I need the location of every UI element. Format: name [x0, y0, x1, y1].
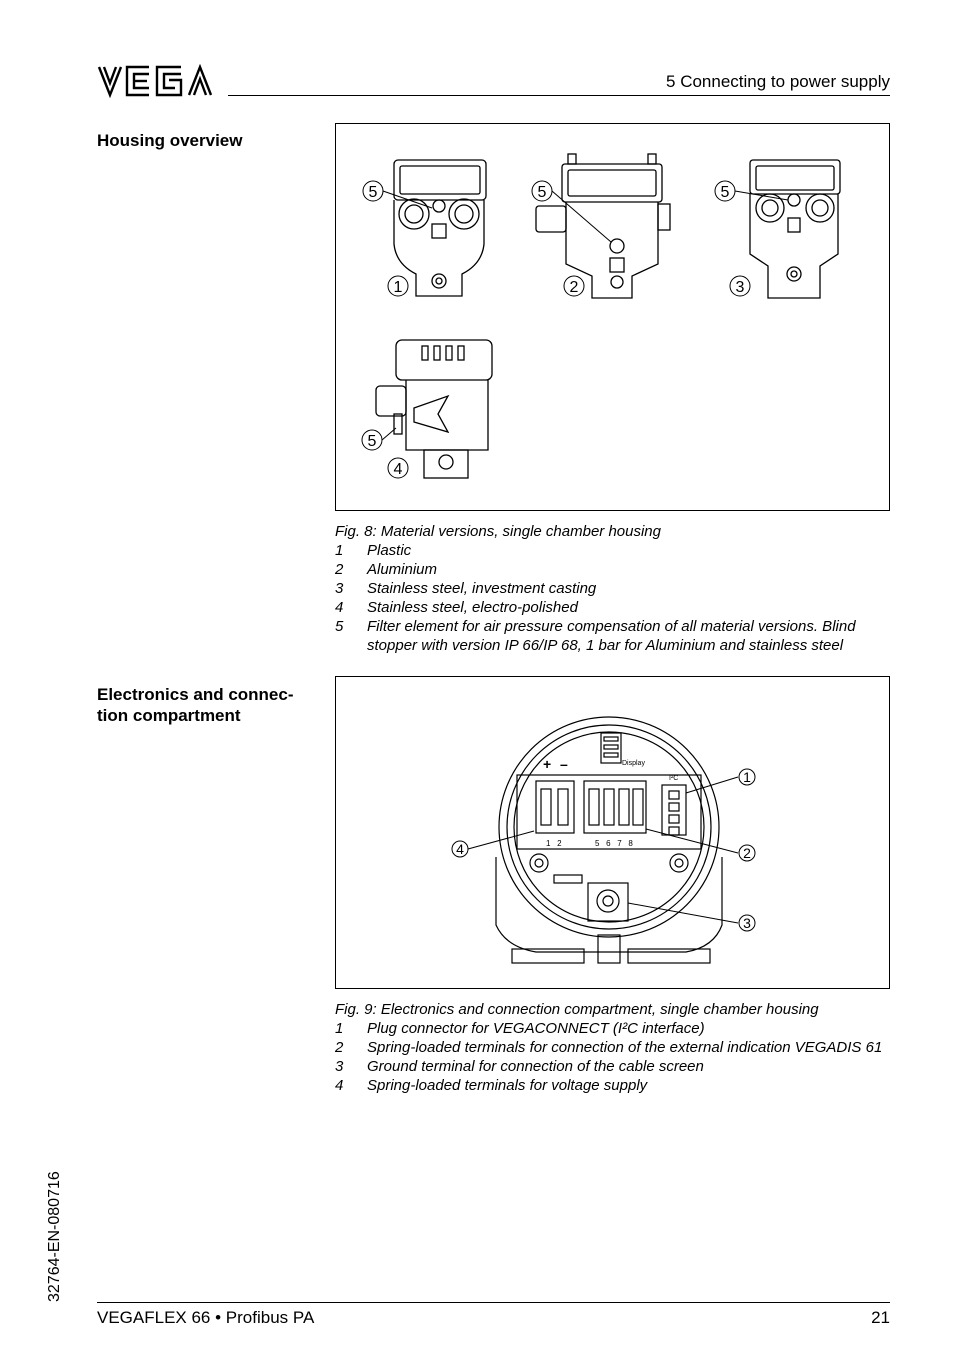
- svg-text:4: 4: [394, 461, 403, 478]
- callout-2: 2: [738, 844, 756, 862]
- plus-label: +: [543, 756, 551, 772]
- callout-5b: 5: [531, 180, 553, 202]
- svg-text:5: 5: [538, 184, 547, 201]
- housing-overview-heading: Housing overview: [97, 131, 243, 150]
- vega-logo: [97, 64, 213, 98]
- page-number: 21: [871, 1308, 890, 1327]
- svg-text:2: 2: [570, 279, 579, 296]
- callout-5a: 5: [362, 180, 384, 202]
- figure-8-caption: Fig. 8: Material versions, single chambe…: [335, 522, 895, 655]
- electronics-drawing: Display + – I²C 1 2 5 6 7 8 1 2: [451, 716, 756, 964]
- svg-text:5: 5: [369, 184, 378, 201]
- header-rule: [228, 95, 890, 96]
- footer-rule: [97, 1302, 890, 1303]
- chapter-title: 5 Connecting to power supply: [666, 72, 890, 91]
- svg-text:1: 1: [394, 279, 403, 296]
- i2c-label: I²C: [669, 775, 678, 782]
- housing-drawing: 5 5 5 1 2 3: [361, 153, 841, 479]
- caption-title: Fig. 9: Electronics and connection compa…: [335, 1001, 819, 1018]
- minus-label: –: [560, 756, 568, 772]
- callout-2: 2: [563, 275, 585, 297]
- display-label: Display: [622, 760, 645, 767]
- callout-4: 4: [387, 457, 409, 479]
- electronics-compartment-heading: Electronics and connec-tion compartment: [97, 685, 294, 725]
- electronics-figure: Display + – I²C 1 2 5 6 7 8 1 2: [335, 676, 890, 989]
- caption-title: Fig. 8: Material versions, single chambe…: [335, 523, 661, 540]
- callout-1: 1: [738, 768, 756, 786]
- figure-9-caption: Fig. 9: Electronics and connection compa…: [335, 1000, 895, 1095]
- callout-4: 4: [451, 840, 469, 858]
- svg-text:3: 3: [736, 279, 745, 296]
- callout-5c: 5: [714, 180, 736, 202]
- callout-3: 3: [738, 914, 756, 932]
- housing-figure: 5 5 5 1 2 3: [335, 123, 890, 511]
- svg-text:4: 4: [456, 841, 464, 857]
- callout-1: 1: [387, 275, 409, 297]
- svg-text:1: 1: [743, 769, 751, 785]
- document-id: 32764-EN-080716: [46, 1171, 63, 1302]
- footer-product: VEGAFLEX 66 • Profibus PA: [97, 1308, 315, 1327]
- terminal-numbers-right: 5 6 7 8: [595, 839, 633, 848]
- svg-text:5: 5: [368, 433, 377, 450]
- callout-5d: 5: [361, 429, 383, 451]
- svg-text:5: 5: [721, 184, 730, 201]
- svg-text:2: 2: [743, 845, 751, 861]
- terminal-numbers-left: 1 2: [546, 839, 562, 848]
- svg-text:3: 3: [743, 915, 751, 931]
- callout-3: 3: [729, 275, 751, 297]
